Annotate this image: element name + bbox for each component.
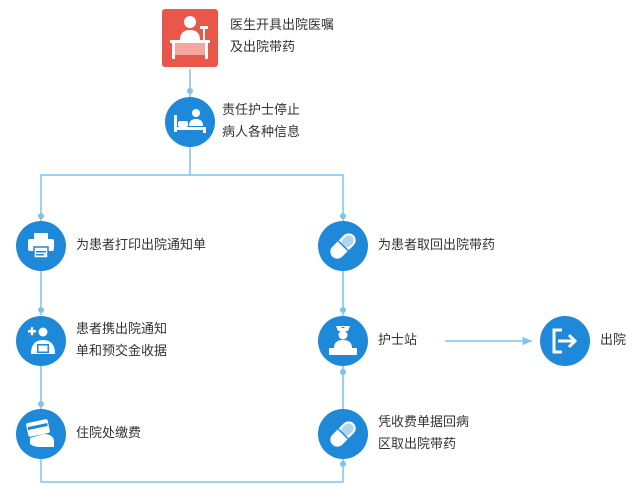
node-carry-notice [16,316,66,366]
nurse-station-icon [329,326,357,355]
connector-dot [340,461,346,467]
connector-nurse-to-fetch [190,174,344,221]
connector-dot [187,88,193,94]
label-pay: 住院处缴费 [76,423,141,445]
connector-nurse-to-print [40,146,191,221]
label-line: 区取出院带药 [378,437,457,452]
connector-dot [38,307,44,313]
connector-dot [38,401,44,407]
printer-icon [28,233,54,259]
label-print-notice: 为患者打印出院通知单 [76,235,206,257]
label-doctor-order: 医生开具出院医嘱 及出院带药 [230,15,334,59]
card-payment-icon [26,419,54,447]
label-line: 及出院带药 [230,40,296,55]
label-line: 患者携出院通知 [76,322,168,337]
connector-dots [38,88,346,467]
node-discharge [540,316,590,366]
connectors [40,69,532,483]
connector-dot [38,213,44,219]
node-nurse-station [318,316,368,366]
node-print-notice [16,221,66,271]
connector-pay-to-receipt [40,458,344,483]
exit-icon [552,328,578,354]
node-receipt-meds [318,409,368,459]
label-line: 单和预交金收据 [76,344,168,359]
node-pay [16,409,66,459]
label-line: 护士站 [378,333,418,348]
label-nurse-station: 护士站 [378,330,417,352]
label-line: 为患者打印出院通知单 [76,238,207,253]
label-nurse-stop: 责任护士停止 病人各种信息 [222,100,300,144]
label-line: 责任护士停止 [222,103,301,118]
label-carry-notice: 患者携出院通知 单和预交金收据 [76,319,167,363]
patient-document-icon [28,327,55,354]
nurse-bed-icon [174,109,206,133]
label-receipt-meds: 凭收费单据回病 区取出院带药 [378,412,469,456]
label-line: 病人各种信息 [222,125,301,140]
doctor-desk-icon [170,16,210,59]
label-line: 医生开具出院医嘱 [230,18,335,33]
label-line: 出院 [600,333,627,348]
connector-dot [340,369,346,375]
pill-icon [330,421,356,447]
node-doctor-order [162,9,218,67]
label-line: 住院处缴费 [76,426,142,441]
label-fetch-meds: 为患者取回出院带药 [378,235,495,257]
node-nurse-stop [165,97,215,147]
pill-icon [330,233,356,259]
node-fetch-meds [318,221,368,271]
label-discharge: 出院 [600,330,626,352]
connector-dot [340,213,346,219]
connector-dot [340,307,346,313]
label-line: 为患者取回出院带药 [378,238,496,253]
label-line: 凭收费单据回病 [378,415,470,430]
